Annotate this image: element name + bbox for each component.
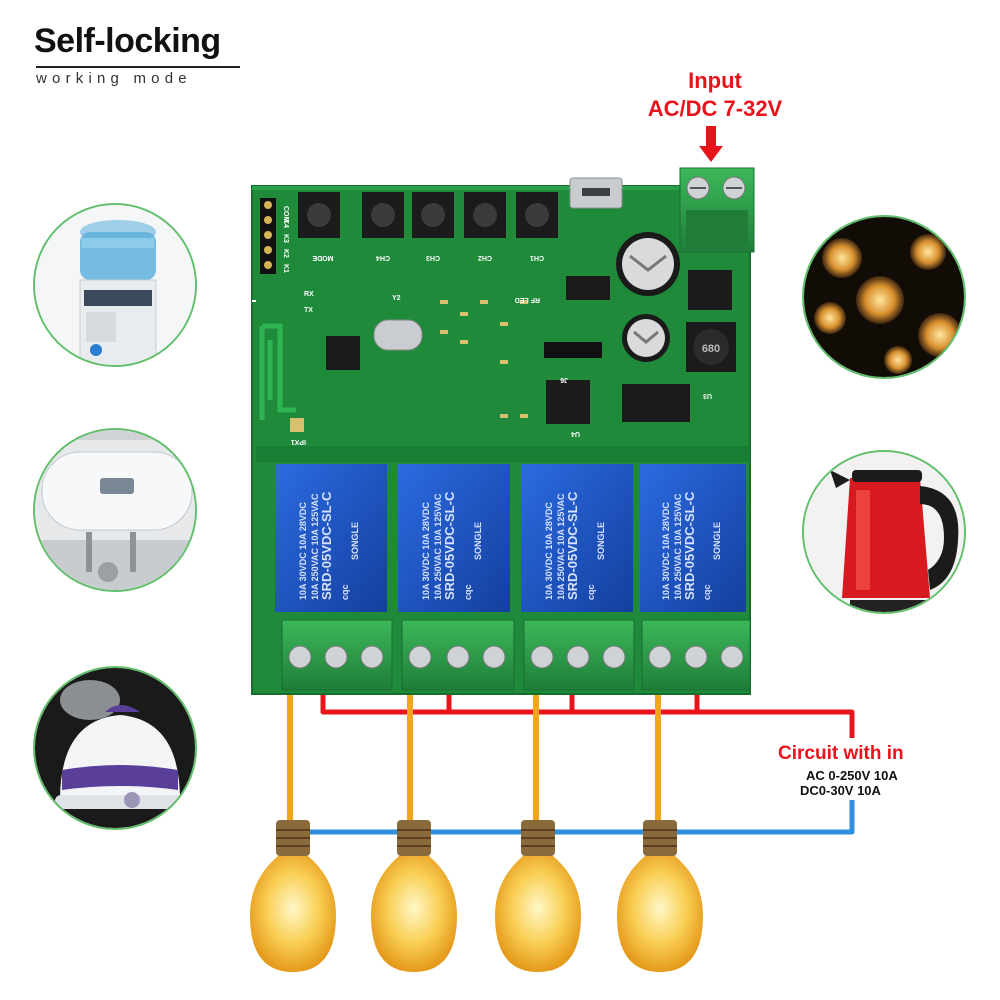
relay-3-model: SRD-05VDC-SL-C <box>565 491 580 600</box>
relay-3-spec1: 10A 250VAC 10A 125VAC <box>556 493 566 600</box>
input-terminal <box>679 167 755 253</box>
relay-1-spec1: 10A 250VAC 10A 125VAC <box>310 493 320 600</box>
label-rf-led: RF LED <box>515 296 540 303</box>
button-label-ch2: CH2 <box>478 254 492 261</box>
driver-ic <box>622 384 690 422</box>
mcu-chip <box>326 336 360 370</box>
pin-label-k3: K3 <box>282 234 289 243</box>
relay-4-model: SRD-05VDC-SL-C <box>682 491 697 600</box>
appliance-electric-kettle <box>802 450 966 614</box>
label-rx: RX <box>304 291 314 298</box>
bulb-1 <box>250 820 336 972</box>
appliance-pendant-lamps <box>802 215 966 379</box>
tactile-buttons <box>298 192 558 238</box>
relay-4-spec2: 10A 30VDC 10A 28VDC <box>661 502 671 600</box>
pin-label-k1: K1 <box>282 264 289 273</box>
header-pins <box>260 198 276 274</box>
button-label-ch1: CH1 <box>530 254 544 261</box>
label-u4: U4 <box>571 430 580 437</box>
button-label-ch4: CH4 <box>376 254 390 261</box>
label-tx: TX <box>304 307 313 314</box>
relay-1-cert: cqc <box>340 584 350 600</box>
circuit-ac-rating: AC 0-250V 10A <box>806 768 898 783</box>
relay-4-spec1: 10A 250VAC 10A 125VAC <box>673 493 683 600</box>
relay-2-model: SRD-05VDC-SL-C <box>442 491 457 600</box>
pin-label-com: COM <box>282 206 289 223</box>
relay-3-cert: cqc <box>586 584 596 600</box>
bulb-4 <box>617 820 703 972</box>
page-subtitle: working mode <box>36 70 192 87</box>
inductor-label: 680 <box>702 343 720 355</box>
relay-2-spec2: 10A 30VDC 10A 28VDC <box>421 502 431 600</box>
relay-1-spec2: 10A 30VDC 10A 28VDC <box>298 502 308 600</box>
bulb-3 <box>495 820 581 972</box>
pin-label-k2: K2 <box>282 249 289 258</box>
relay-4 <box>640 464 746 612</box>
relay-4-brand: SONGLE <box>712 522 722 560</box>
antenna-trace <box>259 323 296 420</box>
appliance-water-dispenser <box>33 203 197 367</box>
appliance-water-heater <box>33 428 197 592</box>
relay-2 <box>398 464 510 612</box>
capacitors <box>616 232 680 362</box>
logic-ic <box>546 380 590 424</box>
circuit-dc-rating: DC0-30V 10A <box>800 783 881 798</box>
bulb-2 <box>371 820 457 972</box>
circuit-label: Circuit with in <box>778 743 904 764</box>
relay-1-brand: SONGLE <box>350 522 360 560</box>
crystal <box>373 319 423 351</box>
relay-2-brand: SONGLE <box>473 522 483 560</box>
relay-2-spec1: 10A 250VAC 10A 125VAC <box>433 493 443 600</box>
page-title: Self-locking <box>34 22 221 60</box>
relay-3 <box>521 464 633 612</box>
input-label: Input <box>688 68 742 93</box>
label-u3: U3 <box>703 392 712 399</box>
input-voltage: AC/DC 7-32V <box>647 96 783 121</box>
ipx-connector <box>290 418 304 432</box>
label-ipx: IPX1 <box>291 438 306 445</box>
output-terminals <box>281 619 751 691</box>
relays <box>275 464 746 612</box>
relay-4-cert: cqc <box>702 584 712 600</box>
relay-board <box>251 167 755 695</box>
relay-3-spec2: 10A 30VDC 10A 28VDC <box>544 502 554 600</box>
label-j6: J6 <box>560 376 568 383</box>
relay-1-model: SRD-05VDC-SL-C <box>319 491 334 600</box>
wiring <box>287 690 855 835</box>
relay-2-cert: cqc <box>463 584 473 600</box>
label-y2: Y2 <box>392 295 401 302</box>
bulbs <box>250 820 703 972</box>
button-label-mode: MODE <box>312 254 333 261</box>
title-divider <box>36 66 240 68</box>
appliance-humidifier <box>33 666 197 830</box>
pin-label-k4: K4 <box>282 219 289 228</box>
relay-3-brand: SONGLE <box>596 522 606 560</box>
relay-1 <box>275 464 387 612</box>
button-label-ch3: CH3 <box>426 254 440 261</box>
input-arrow-icon <box>699 126 723 162</box>
